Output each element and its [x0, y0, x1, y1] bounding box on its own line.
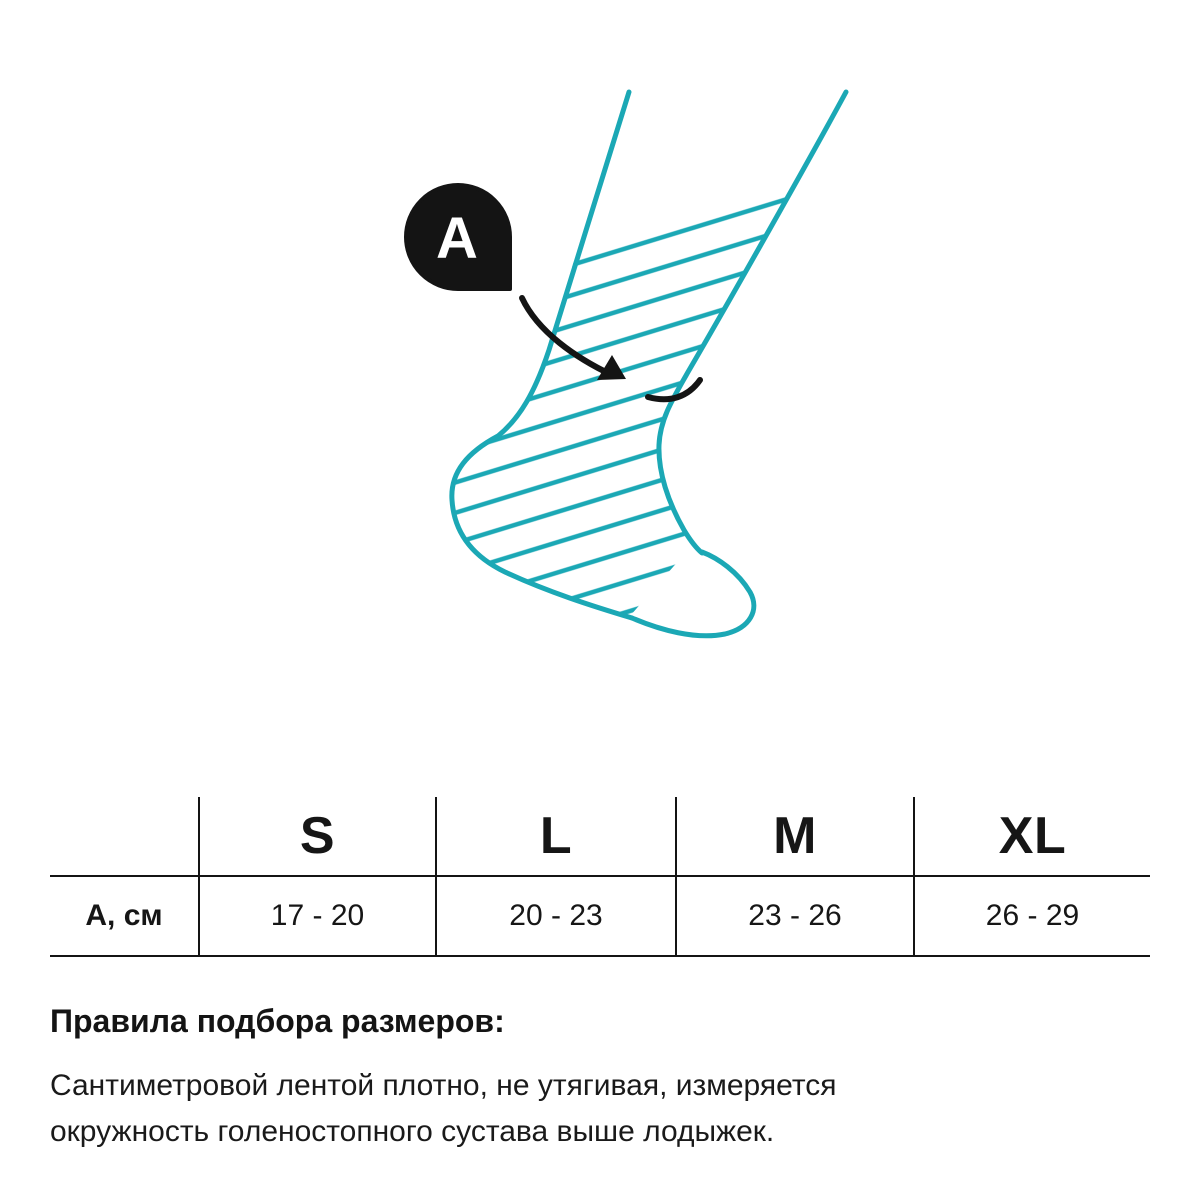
rules-text-line-2: окружность голеностопного сустава выше л…: [50, 1115, 775, 1148]
rules-text-line-1: Сантиметровой лентой плотно, не утягивая…: [50, 1069, 837, 1102]
measure-arrowhead: [597, 355, 626, 380]
sock-hatching: [451, 188, 792, 616]
measure-arrow-back: [645, 377, 703, 403]
shin-instep-outline: [656, 89, 849, 556]
size-value-l: 20 - 23: [437, 877, 677, 957]
marker-pin-shape: [404, 183, 512, 291]
toe-outline: [629, 549, 757, 639]
size-value-xl: 26 - 29: [915, 877, 1150, 957]
size-table: S L M XL А, см 17 - 20 20 - 23 23 - 26 2…: [50, 797, 1150, 957]
marker-label: A: [436, 206, 478, 271]
rules-heading: Правила подбора размеров:: [50, 1003, 505, 1039]
ankle-measurement-illustration: A: [404, 89, 849, 639]
size-col-header-l: L: [437, 797, 677, 877]
size-table-corner-cell: [50, 797, 200, 877]
size-value-s: 17 - 20: [200, 877, 437, 957]
size-col-header-s: S: [200, 797, 437, 877]
size-value-m: 23 - 26: [677, 877, 915, 957]
measurement-row-label: А, см: [50, 877, 200, 957]
size-col-header-xl: XL: [915, 797, 1150, 877]
calf-heel-sole-outline: [449, 89, 635, 621]
measure-arrow-front: [519, 295, 615, 378]
measurement-marker: A: [404, 183, 512, 291]
rules-body: Сантиметровой лентой плотно, не утягивая…: [50, 1063, 837, 1155]
size-col-header-m: M: [677, 797, 915, 877]
